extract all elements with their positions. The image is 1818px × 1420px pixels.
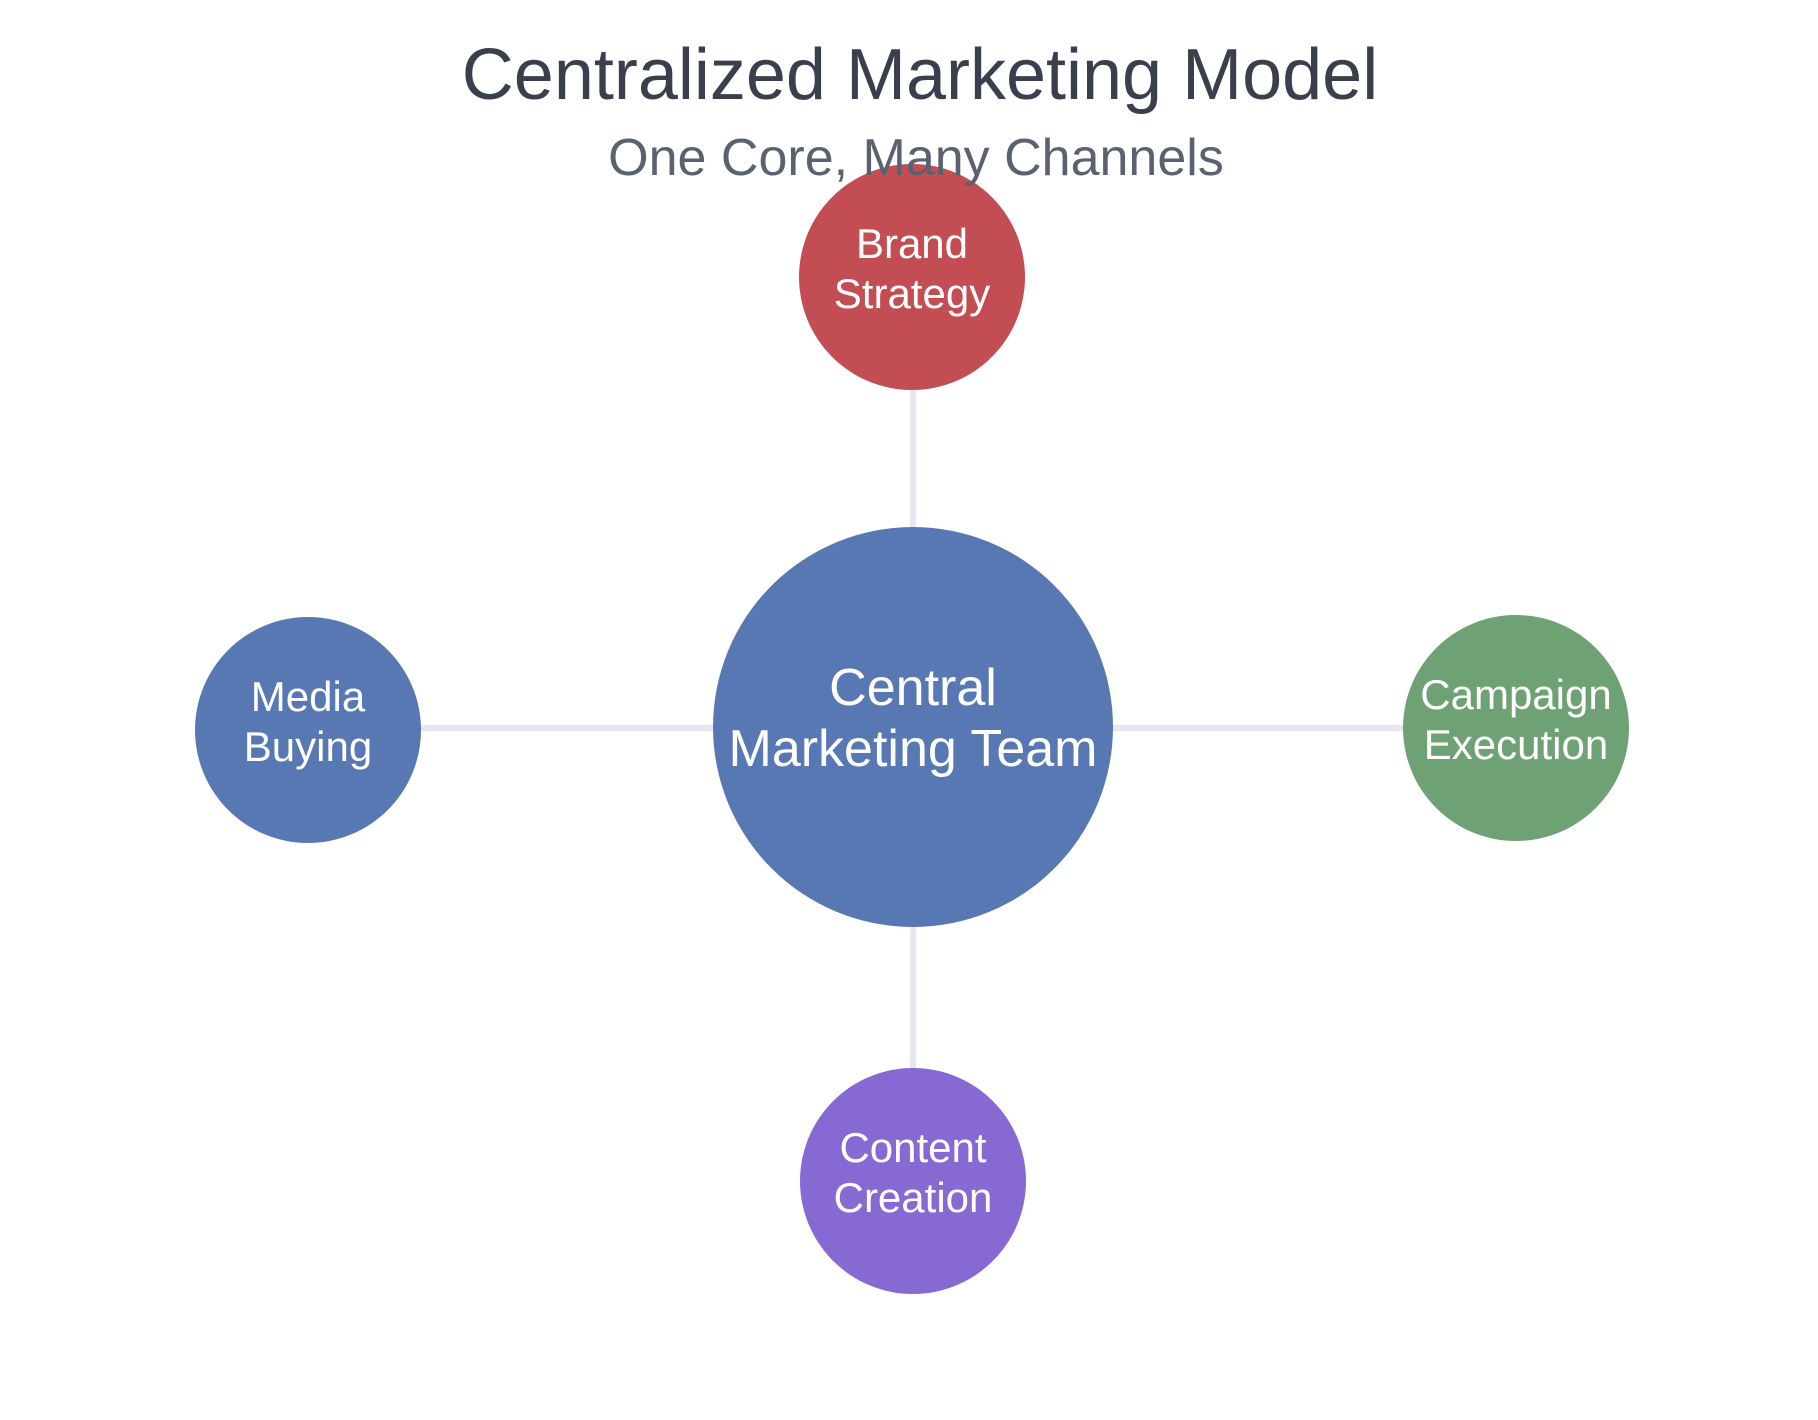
node-label-line2: Execution	[1423, 721, 1609, 768]
node-label-line2: Strategy	[833, 270, 991, 317]
node-campaign-execution[interactable]: Campaign Execution	[1403, 615, 1629, 841]
node-brand-strategy[interactable]: Brand Strategy	[799, 164, 1025, 390]
node-label-line2: Marketing Team	[728, 720, 1098, 778]
node-label-brand-strategy: Brand Strategy	[834, 219, 990, 319]
diagram-title: Centralized Marketing Model	[461, 35, 1379, 115]
node-label-central-marketing-team: Central Marketing Team	[729, 658, 1098, 780]
node-label-line2: Buying	[243, 723, 373, 770]
node-label-media-buying: Media Buying	[244, 672, 372, 772]
node-label-line1: Media	[250, 673, 366, 720]
node-label-line1: Campaign	[1420, 671, 1612, 718]
node-label-line1: Content	[839, 1124, 987, 1171]
node-label-line1: Central	[829, 659, 997, 717]
diagram-subtitle: One Core, Many Channels	[608, 129, 1224, 187]
node-central-marketing-team[interactable]: Central Marketing Team	[713, 527, 1113, 927]
node-media-buying[interactable]: Media Buying	[195, 617, 421, 843]
node-label-campaign-execution: Campaign Execution	[1420, 670, 1611, 770]
node-label-line1: Brand	[855, 220, 969, 267]
node-label-content-creation: Content Creation	[834, 1123, 993, 1223]
node-label-line2: Creation	[833, 1174, 993, 1221]
node-content-creation[interactable]: Content Creation	[800, 1068, 1026, 1294]
